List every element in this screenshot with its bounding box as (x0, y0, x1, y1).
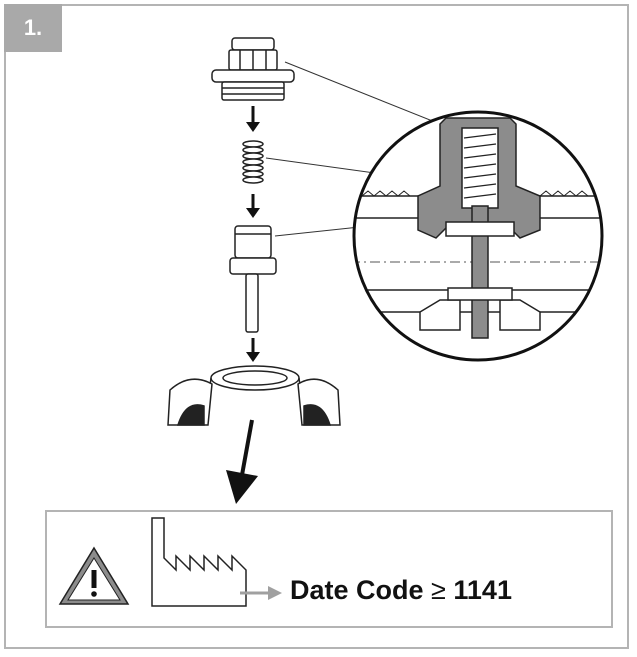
valve-insert (229, 225, 277, 333)
date-code-notice (45, 510, 613, 628)
arrow-down-icon (246, 194, 260, 218)
figure-frame (4, 4, 629, 649)
cutaway-detail (352, 110, 604, 362)
spring (242, 140, 264, 184)
arrow-down-icon (246, 106, 260, 132)
arrow-down-icon (246, 338, 260, 362)
date-code-text: Date Code ≥ 1141 (290, 575, 512, 606)
valve-body (167, 365, 341, 426)
step-badge: 1. (4, 4, 62, 52)
factory-icon (151, 517, 247, 607)
operator-symbol: ≥ (431, 575, 446, 605)
arrow-right-icon (240, 586, 282, 600)
date-code-value: 1141 (453, 575, 512, 605)
arrow-down-icon (226, 419, 258, 504)
valve-cap (211, 37, 295, 101)
warning-icon (58, 546, 130, 605)
date-code-label: Date Code (290, 575, 424, 605)
